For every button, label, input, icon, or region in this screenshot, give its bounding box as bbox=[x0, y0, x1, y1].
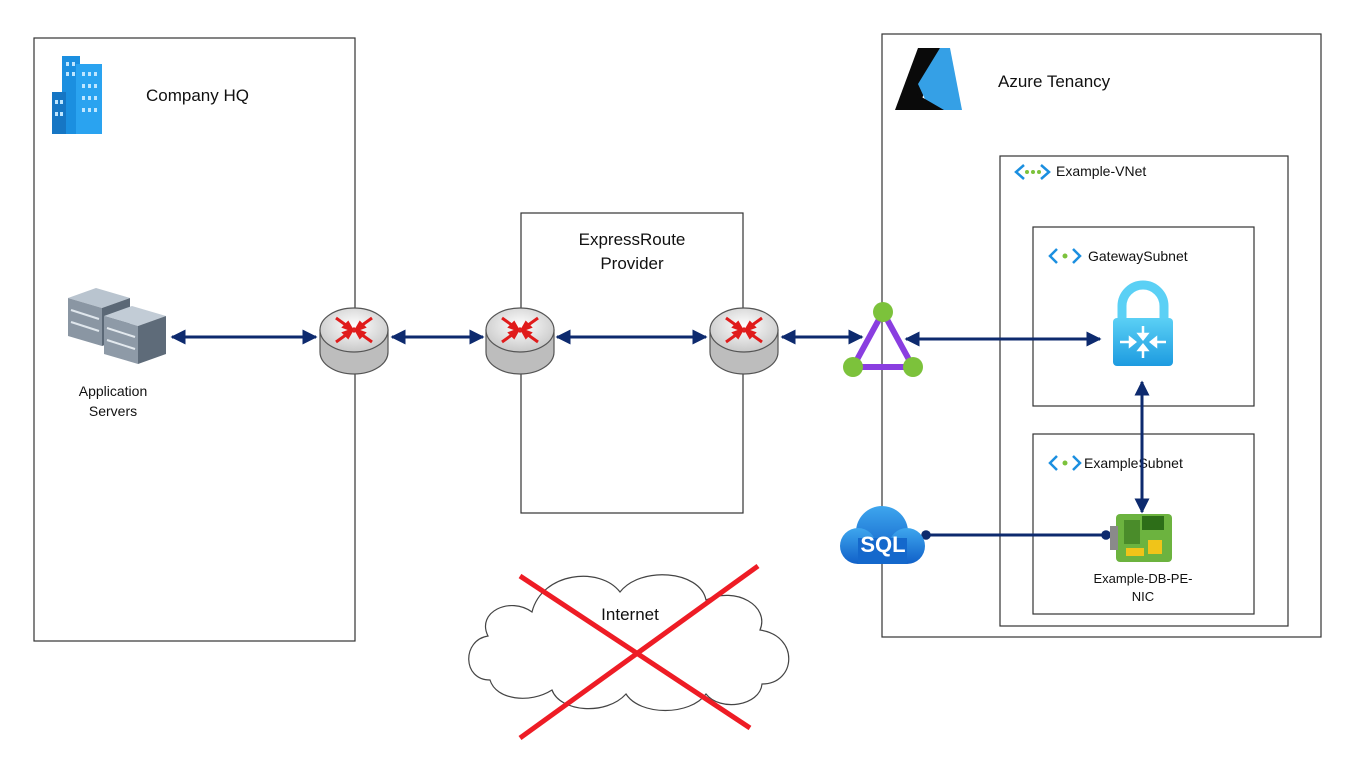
azure-logo-icon bbox=[895, 48, 962, 110]
app-servers-label-line1: Application bbox=[79, 383, 148, 399]
azure-sql-icon bbox=[840, 506, 925, 564]
internet-cloud-icon bbox=[468, 574, 790, 711]
example-subnet-label: ExampleSubnet bbox=[1084, 455, 1183, 471]
subnet-icon bbox=[1048, 455, 1082, 471]
vnet-label: Example-VNet bbox=[1056, 163, 1146, 179]
router-icon bbox=[319, 307, 389, 375]
vnet-icon bbox=[1014, 164, 1051, 180]
azure-tenancy-title: Azure Tenancy bbox=[998, 72, 1111, 91]
building-icon bbox=[52, 56, 102, 134]
provider-title-line1: ExpressRoute bbox=[579, 230, 686, 249]
expressroute-provider-box bbox=[520, 212, 744, 514]
nic-label-line2: NIC bbox=[1132, 589, 1154, 604]
sql-text: SQL bbox=[860, 532, 905, 557]
internet-label: Internet bbox=[601, 605, 659, 624]
provider-title-line2: Provider bbox=[600, 254, 664, 273]
app-servers-label-line2: Servers bbox=[89, 403, 137, 419]
gateway-subnet-box bbox=[1032, 226, 1255, 407]
gateway-subnet-label: GatewaySubnet bbox=[1088, 248, 1188, 264]
vpn-gateway-icon bbox=[1113, 280, 1173, 366]
expressroute-circuit-icon bbox=[843, 302, 923, 377]
router-icon bbox=[485, 307, 555, 375]
server-stack-icon bbox=[68, 288, 166, 364]
nic-label-line1: Example-DB-PE- bbox=[1094, 571, 1193, 586]
network-interface-icon bbox=[1110, 514, 1172, 562]
subnet-icon bbox=[1048, 248, 1082, 264]
router-icon bbox=[709, 307, 779, 375]
blocked-cross-icon bbox=[518, 563, 760, 741]
company-hq-title: Company HQ bbox=[146, 86, 249, 105]
